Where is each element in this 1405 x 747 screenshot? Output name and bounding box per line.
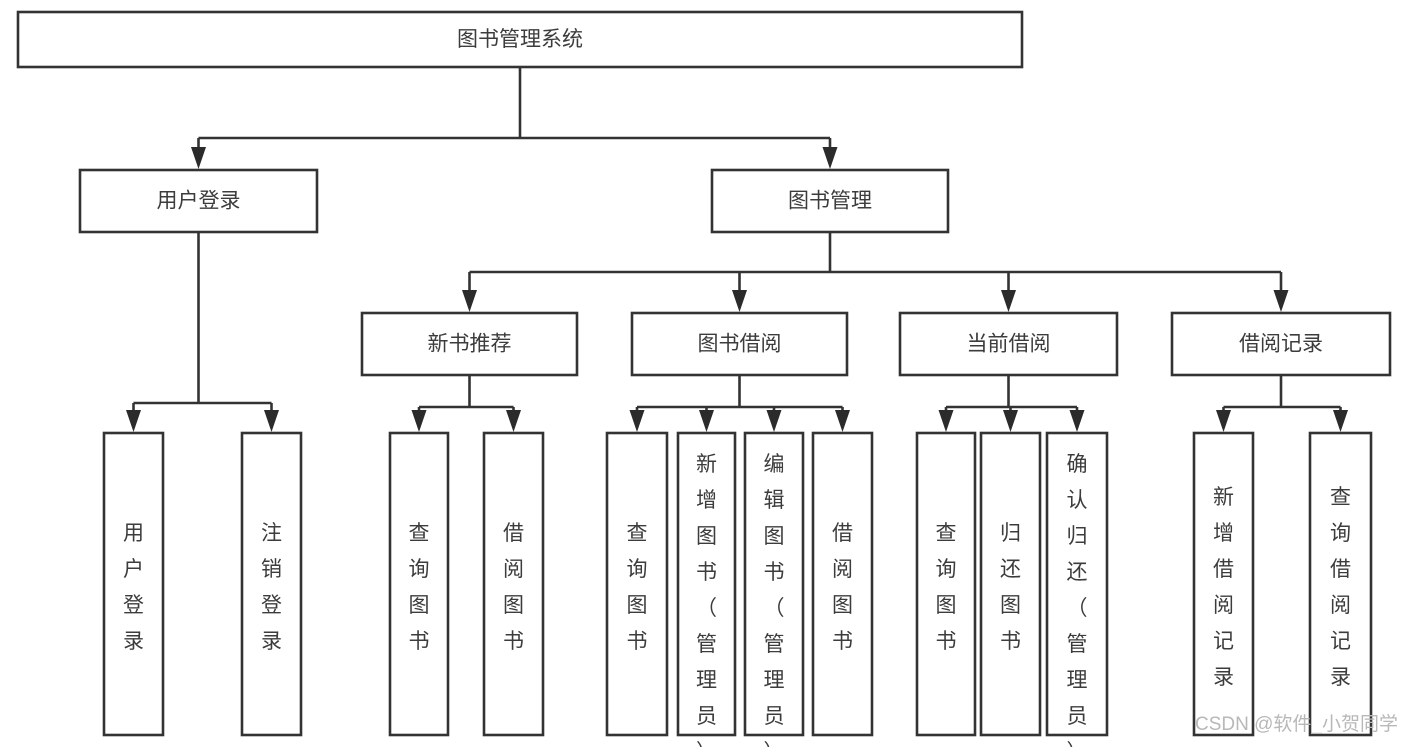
connector-group-l2d xyxy=(1216,375,1348,432)
node-box[interactable] xyxy=(388,431,450,737)
node-label: 新增借阅记录 xyxy=(1213,486,1234,689)
node-label: 查询借阅记录 xyxy=(1330,486,1351,689)
node-root[interactable]: 图书管理系统 xyxy=(16,10,1024,69)
node-label: 查询图书 xyxy=(627,522,648,653)
node-label: 借阅图书 xyxy=(503,522,524,653)
node-leaf9[interactable]: 查询图书 xyxy=(915,431,977,737)
arrow-head-icon xyxy=(462,290,477,312)
node-l2b[interactable]: 图书借阅 xyxy=(630,311,849,377)
arrow-head-icon xyxy=(1333,410,1348,432)
node-leaf1[interactable]: 用户登录 xyxy=(102,431,165,737)
node-box[interactable] xyxy=(605,431,669,737)
node-box[interactable] xyxy=(676,431,737,737)
connector-group-root xyxy=(191,67,838,169)
connector-group-l1a xyxy=(126,232,279,432)
node-label: 用户登录 xyxy=(157,190,241,213)
node-label: 归还图书 xyxy=(1000,522,1021,653)
arrow-head-icon xyxy=(938,410,954,432)
node-box[interactable] xyxy=(898,311,1119,377)
csdn-watermark: CSDN @软件_小贺同学 xyxy=(1195,713,1398,735)
node-box[interactable] xyxy=(1045,431,1109,737)
arrow-head-icon xyxy=(1069,410,1085,432)
node-leaf10[interactable]: 归还图书 xyxy=(979,431,1042,737)
arrow-head-icon xyxy=(1003,410,1018,432)
node-label: 借阅图书 xyxy=(832,522,853,653)
arrow-head-icon xyxy=(732,290,747,312)
node-leaf6[interactable]: 新增图书（管理员） xyxy=(676,431,737,747)
node-label: 图书借阅 xyxy=(698,333,782,356)
node-l1b[interactable]: 图书管理 xyxy=(710,168,950,234)
arrow-head-icon xyxy=(1273,290,1289,312)
arrow-head-icon xyxy=(411,410,427,432)
arrow-head-icon xyxy=(699,410,714,432)
node-box[interactable] xyxy=(78,168,319,234)
node-label: 新书推荐 xyxy=(428,333,512,356)
node-leaf12[interactable]: 新增借阅记录 xyxy=(1192,431,1255,737)
node-leaf13[interactable]: 查询借阅记录 xyxy=(1308,431,1373,737)
node-label: 用户登录 xyxy=(123,522,144,653)
connector-group-l2a xyxy=(411,375,521,432)
node-box[interactable] xyxy=(482,431,545,737)
node-label: 编辑图书（管理员） xyxy=(764,453,785,747)
node-label: 新增图书（管理员） xyxy=(696,453,717,747)
arrow-head-icon xyxy=(1001,290,1016,312)
arrow-head-icon xyxy=(126,410,141,432)
node-box[interactable] xyxy=(1170,311,1392,377)
node-leaf3[interactable]: 查询图书 xyxy=(388,431,450,737)
connector-group-l2c xyxy=(938,375,1085,432)
arrow-head-icon xyxy=(506,410,521,432)
node-leaf2[interactable]: 注销登录 xyxy=(240,431,303,737)
node-box[interactable] xyxy=(1192,431,1255,737)
node-leaf7[interactable]: 编辑图书（管理员） xyxy=(743,431,805,747)
node-box[interactable] xyxy=(743,431,805,737)
arrow-head-icon xyxy=(629,410,645,432)
node-leaf8[interactable]: 借阅图书 xyxy=(811,431,874,737)
node-leaf11[interactable]: 确认归还（管理员） xyxy=(1045,431,1109,747)
node-l2c[interactable]: 当前借阅 xyxy=(898,311,1119,377)
node-box[interactable] xyxy=(811,431,874,737)
node-box[interactable] xyxy=(360,311,579,377)
node-label: 确认归还（管理员） xyxy=(1067,453,1088,747)
arrow-head-icon xyxy=(766,410,782,432)
node-label: 当前借阅 xyxy=(967,333,1051,356)
node-leaf5[interactable]: 查询图书 xyxy=(605,431,669,737)
arrow-head-icon xyxy=(1216,410,1231,432)
node-box[interactable] xyxy=(102,431,165,737)
node-box[interactable] xyxy=(630,311,849,377)
node-layer: 图书管理系统用户登录图书管理新书推荐图书借阅当前借阅借阅记录用户登录注销登录查询… xyxy=(16,10,1392,747)
node-box[interactable] xyxy=(710,168,950,234)
node-label: 图书管理 xyxy=(788,190,872,213)
node-label: 查询图书 xyxy=(409,522,430,653)
node-box[interactable] xyxy=(1308,431,1373,737)
node-label: 查询图书 xyxy=(936,522,957,653)
arrow-head-icon xyxy=(191,147,206,169)
node-box[interactable] xyxy=(240,431,303,737)
node-l1a[interactable]: 用户登录 xyxy=(78,168,319,234)
connector-layer xyxy=(126,67,1348,432)
node-leaf4[interactable]: 借阅图书 xyxy=(482,431,545,737)
connector-group-l2b xyxy=(629,375,850,432)
arrow-head-icon xyxy=(264,410,279,432)
node-l2a[interactable]: 新书推荐 xyxy=(360,311,579,377)
node-box[interactable] xyxy=(979,431,1042,737)
node-box[interactable] xyxy=(16,10,1024,69)
node-l2d[interactable]: 借阅记录 xyxy=(1170,311,1392,377)
connector-group-l1b xyxy=(462,232,1289,312)
arrow-head-icon xyxy=(822,147,838,169)
node-label: 注销登录 xyxy=(261,522,282,653)
node-label: 图书管理系统 xyxy=(457,28,583,51)
arrow-head-icon xyxy=(835,410,850,432)
node-box[interactable] xyxy=(915,431,977,737)
node-label: 借阅记录 xyxy=(1239,333,1323,356)
